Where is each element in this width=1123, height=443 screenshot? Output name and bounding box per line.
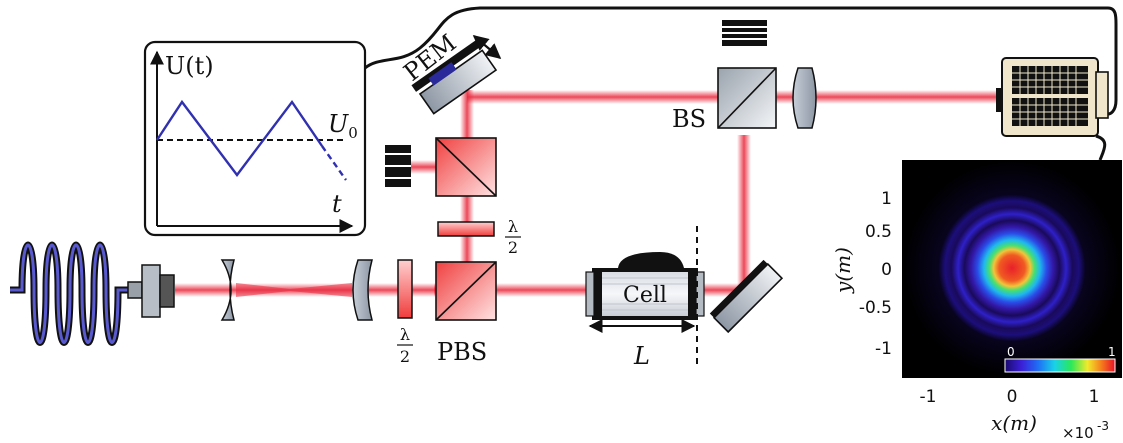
cell-label: Cell: [623, 283, 667, 308]
beam-dump-top: [722, 20, 767, 46]
fiber-collimator: [141, 264, 161, 318]
beam-vertical-right: [737, 135, 751, 295]
colorbar: [1004, 358, 1116, 373]
beam-intensity-pattern: [904, 160, 1120, 376]
svg-text:×10: ×10: [1062, 424, 1094, 442]
vapor-cell: [585, 252, 705, 320]
x-tick-label: 0: [1007, 387, 1018, 407]
half-waveplate-bottom: [397, 259, 413, 319]
voltage-inset: U(t) t U0: [143, 40, 367, 237]
waveplate-bottom-label: λ 2: [397, 325, 413, 366]
focus-waist: [236, 283, 352, 297]
beam-dump-left: [385, 145, 411, 187]
y-tick-label: -0.5: [859, 298, 892, 318]
camera: [996, 57, 1109, 137]
output-lens: [792, 67, 817, 129]
inset-y-label: U(t): [165, 52, 214, 80]
x-axis-label: x(m): [991, 411, 1037, 435]
pbs-cube-lower: [435, 261, 497, 321]
colorbar-max-label: 1: [1108, 345, 1116, 359]
colorbar-min-label: 0: [1007, 345, 1015, 359]
svg-text:λ: λ: [508, 217, 518, 236]
svg-text:-3: -3: [1097, 419, 1109, 433]
y-tick-label: -1: [875, 339, 892, 359]
signal-cable: [364, 6, 1118, 116]
pem-motion-arrow: [472, 35, 502, 59]
svg-text:2: 2: [508, 238, 518, 257]
x-tick-label: 1: [1089, 387, 1100, 407]
bs-label: BS: [672, 105, 706, 133]
x-tick-label: -1: [920, 387, 937, 407]
triangle-waveform: [155, 99, 323, 177]
y-tick-label: 0.5: [865, 222, 892, 242]
camera-cable: [1095, 134, 1107, 161]
pem-mirror: [411, 39, 498, 115]
input-lens-1: [220, 259, 235, 321]
pbs-cube-upper: [435, 137, 497, 197]
folding-mirror: [709, 259, 784, 334]
y-tick-label: 1: [881, 189, 892, 209]
waveplate-top-label: λ 2: [505, 217, 521, 257]
beam-splitter-cube: [717, 67, 777, 129]
pbs-label: PBS: [437, 338, 487, 366]
cell-length-label: L: [633, 342, 650, 370]
input-lens-2: [352, 259, 373, 321]
half-waveplate-top: [437, 221, 495, 237]
y-tick-label: 0: [881, 260, 892, 280]
svg-text:2: 2: [400, 347, 410, 366]
y-axis-label: y(m): [831, 247, 855, 294]
axis-scale-factor: ×10 -3: [1062, 419, 1109, 442]
waveform-continuation: [321, 145, 347, 181]
beam-profile-plot: 0 1 1 0.5 0 -0.5 -1 -1 0 1 x(m) y(m) ×10…: [831, 160, 1122, 442]
u0-label: U0: [328, 110, 358, 142]
svg-text:λ: λ: [400, 325, 410, 344]
inset-x-label: t: [332, 190, 342, 218]
fiber-coil: [10, 241, 175, 346]
